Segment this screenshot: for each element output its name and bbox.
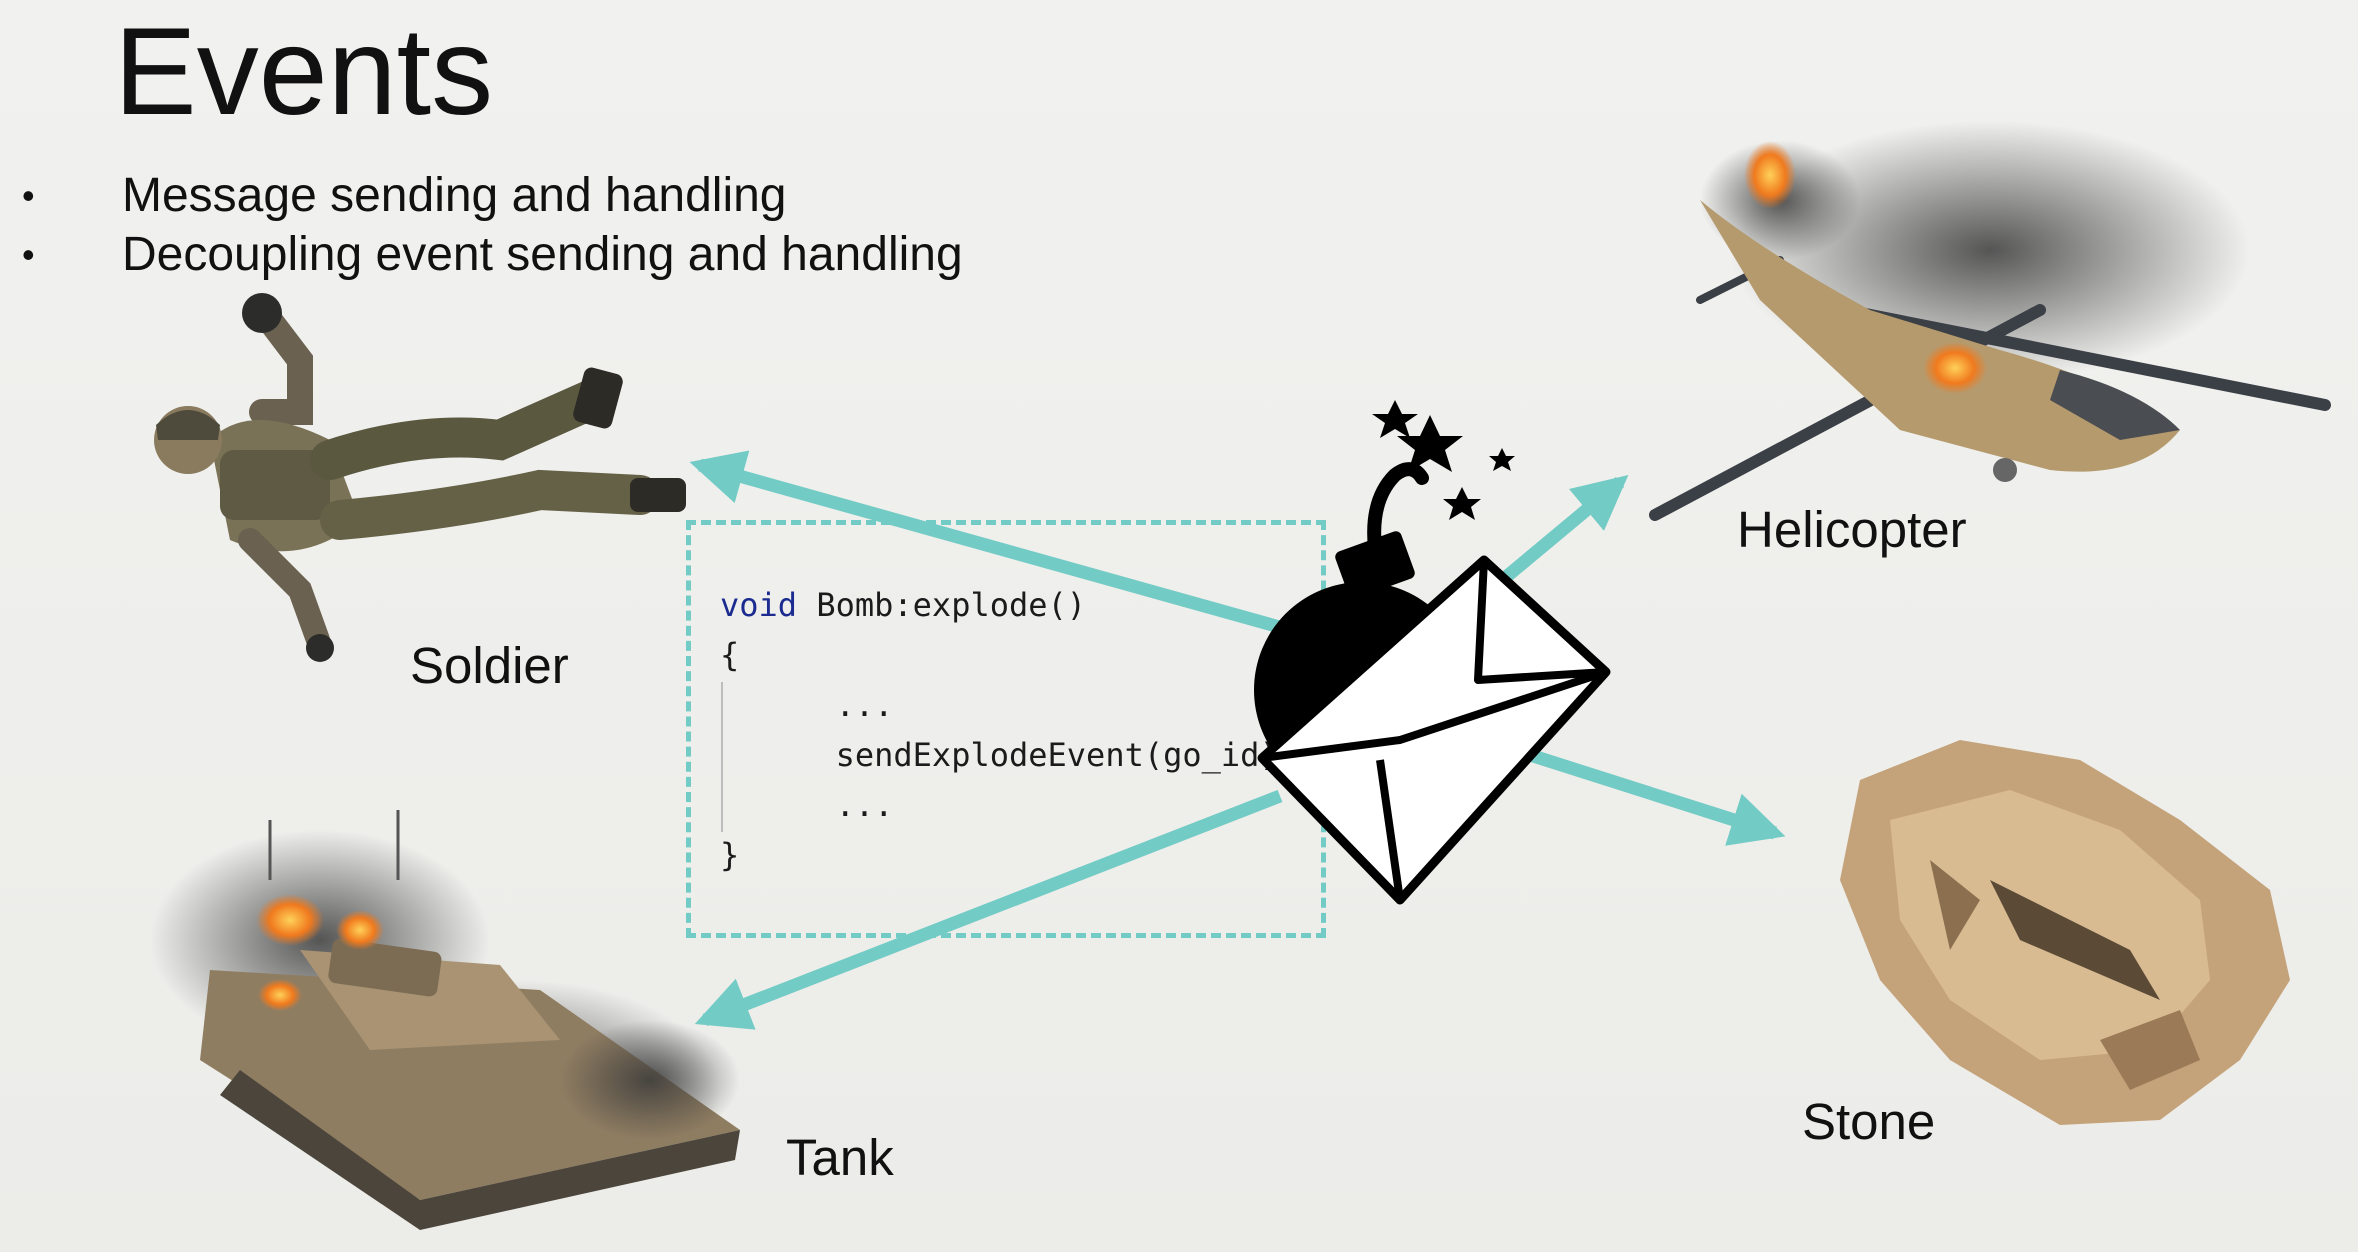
bullet-text: Message sending and handling <box>122 169 787 222</box>
arrow-to-helicopter <box>1495 475 1629 587</box>
code-keyword: void <box>720 586 798 624</box>
code-close-brace: } <box>720 836 740 874</box>
star-icon <box>1372 400 1418 438</box>
bullet-marker: • <box>22 234 35 275</box>
star-icon <box>1397 415 1463 472</box>
star-icon <box>1489 448 1515 471</box>
label-helicopter: Helicopter <box>1737 501 1967 558</box>
code-block: void Bomb:explode() { ... sendExplodeEve… <box>720 580 1279 880</box>
code-open-brace: { <box>720 636 740 674</box>
helicopter-image <box>1649 120 2331 521</box>
bullet-text: Decoupling event sending and handling <box>122 228 963 281</box>
stone-image <box>1840 740 2290 1125</box>
bullet-marker: • <box>22 175 35 216</box>
code-indent-guide <box>721 682 723 832</box>
bullet-item: • Decoupling event sending and handling <box>20 225 963 284</box>
code-ellipsis: ... <box>835 786 894 824</box>
star-icon <box>1443 487 1481 520</box>
tank-image <box>150 810 740 1230</box>
bomb-envelope-icon <box>1254 400 1611 905</box>
arrow-to-soldier <box>689 450 1292 637</box>
label-tank: Tank <box>786 1129 894 1186</box>
arrow-to-tank <box>694 789 1283 1030</box>
label-stone: Stone <box>1802 1093 1936 1150</box>
bullet-list: • Message sending and handling • Decoupl… <box>20 166 963 284</box>
bullet-item: • Message sending and handling <box>20 166 963 225</box>
code-call: sendExplodeEvent(go_id) <box>835 736 1279 774</box>
label-soldier: Soldier <box>410 637 569 694</box>
code-signature: Bomb:explode() <box>797 586 1087 624</box>
soldier-image <box>154 293 686 662</box>
slide-title: Events <box>114 3 494 141</box>
code-ellipsis: ... <box>835 686 894 724</box>
arrow-to-stone <box>1528 748 1786 846</box>
arrows <box>689 450 1786 1030</box>
